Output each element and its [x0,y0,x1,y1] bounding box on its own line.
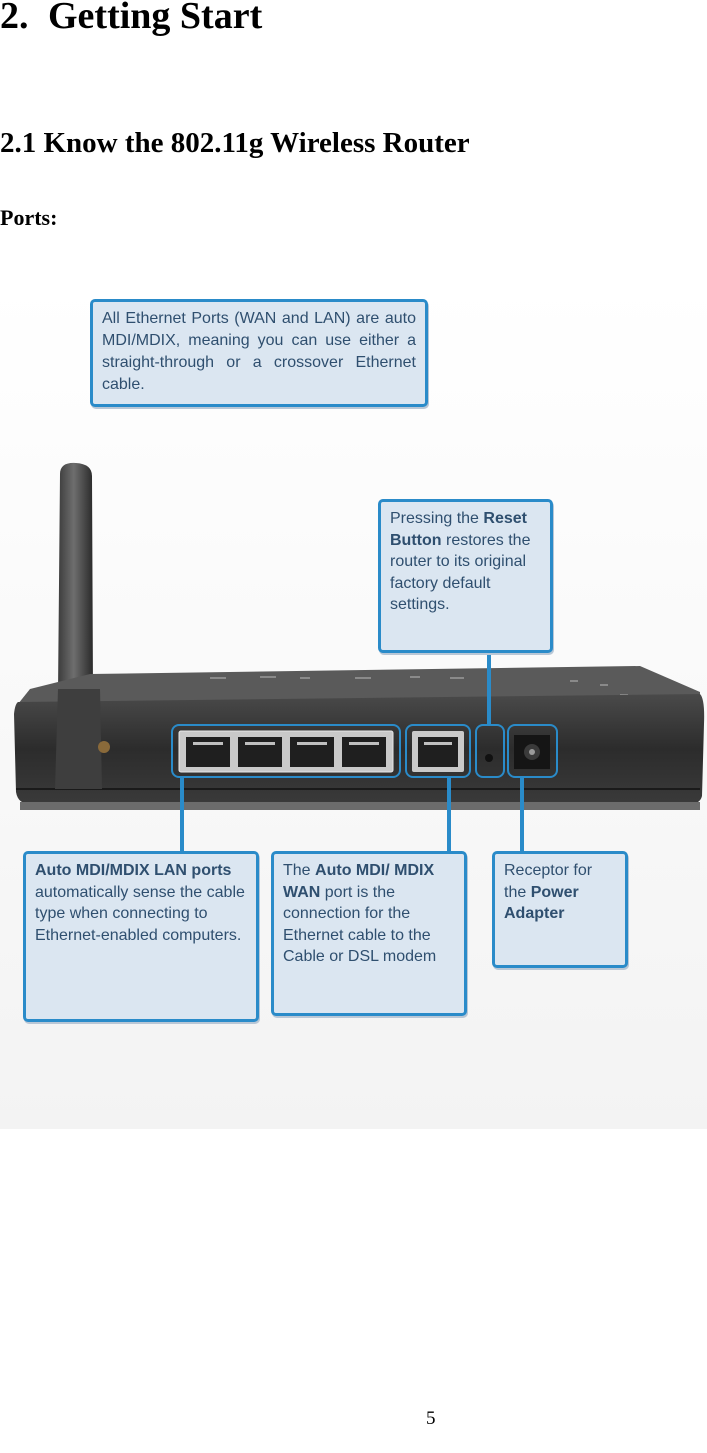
ports-heading: Ports: [0,205,58,230]
ethernet-ports-callout: All Ethernet Ports (WAN and LAN) are aut… [90,299,428,407]
ethernet-ports-text: All Ethernet Ports (WAN and LAN) are aut… [102,310,416,393]
wan-callout-post: port is the connection for the Ethernet … [283,883,437,966]
reset-callout-bold: Reset Button [390,510,527,549]
lan-ports-highlight [171,724,401,778]
wan-port [412,731,464,772]
power-jack-highlight [507,724,558,778]
reset-button-callout: Pressing the Reset Button restores the r… [378,499,553,653]
chapter-number: 2. [0,0,29,37]
antenna-connector [98,741,110,753]
section-heading: 2.1 Know the 802.11g Wireless Router [0,127,470,159]
lan-callout-bold: Auto MDI/MDIX LAN ports [35,862,232,879]
power-callout-bold: Power Adapter [504,883,579,923]
lan-ports [178,730,394,773]
callout-connectors [180,653,524,851]
reset-button [485,754,493,762]
router-feet [20,802,700,810]
chapter-title: Getting Start [48,0,263,37]
wan-callout-pre: The [283,862,311,879]
wan-callout-bold: Auto MDI/ MDIX WAN [283,862,435,901]
power-adapter-callout: Receptor for the Power Adapter [492,851,628,968]
page-number: 5 [426,1408,436,1429]
reset-callout-post: restores the router to its original fact… [390,531,531,614]
antenna [58,462,93,694]
reset-callout-pre: Pressing the [390,510,479,527]
power-callout-pre: Receptor for the [504,862,593,901]
lan-ports-callout: Auto MDI/MDIX LAN ports automatically se… [23,851,259,1022]
wan-port-callout: The Auto MDI/ MDIX WAN port is the conne… [271,851,467,1016]
router-top-surface [18,666,700,704]
chapter-heading: 2. Getting Start [0,0,262,38]
wan-port-highlight [405,724,471,778]
antenna-base [55,689,102,789]
lan-callout-post: automatically sense the cable type when … [35,883,245,944]
